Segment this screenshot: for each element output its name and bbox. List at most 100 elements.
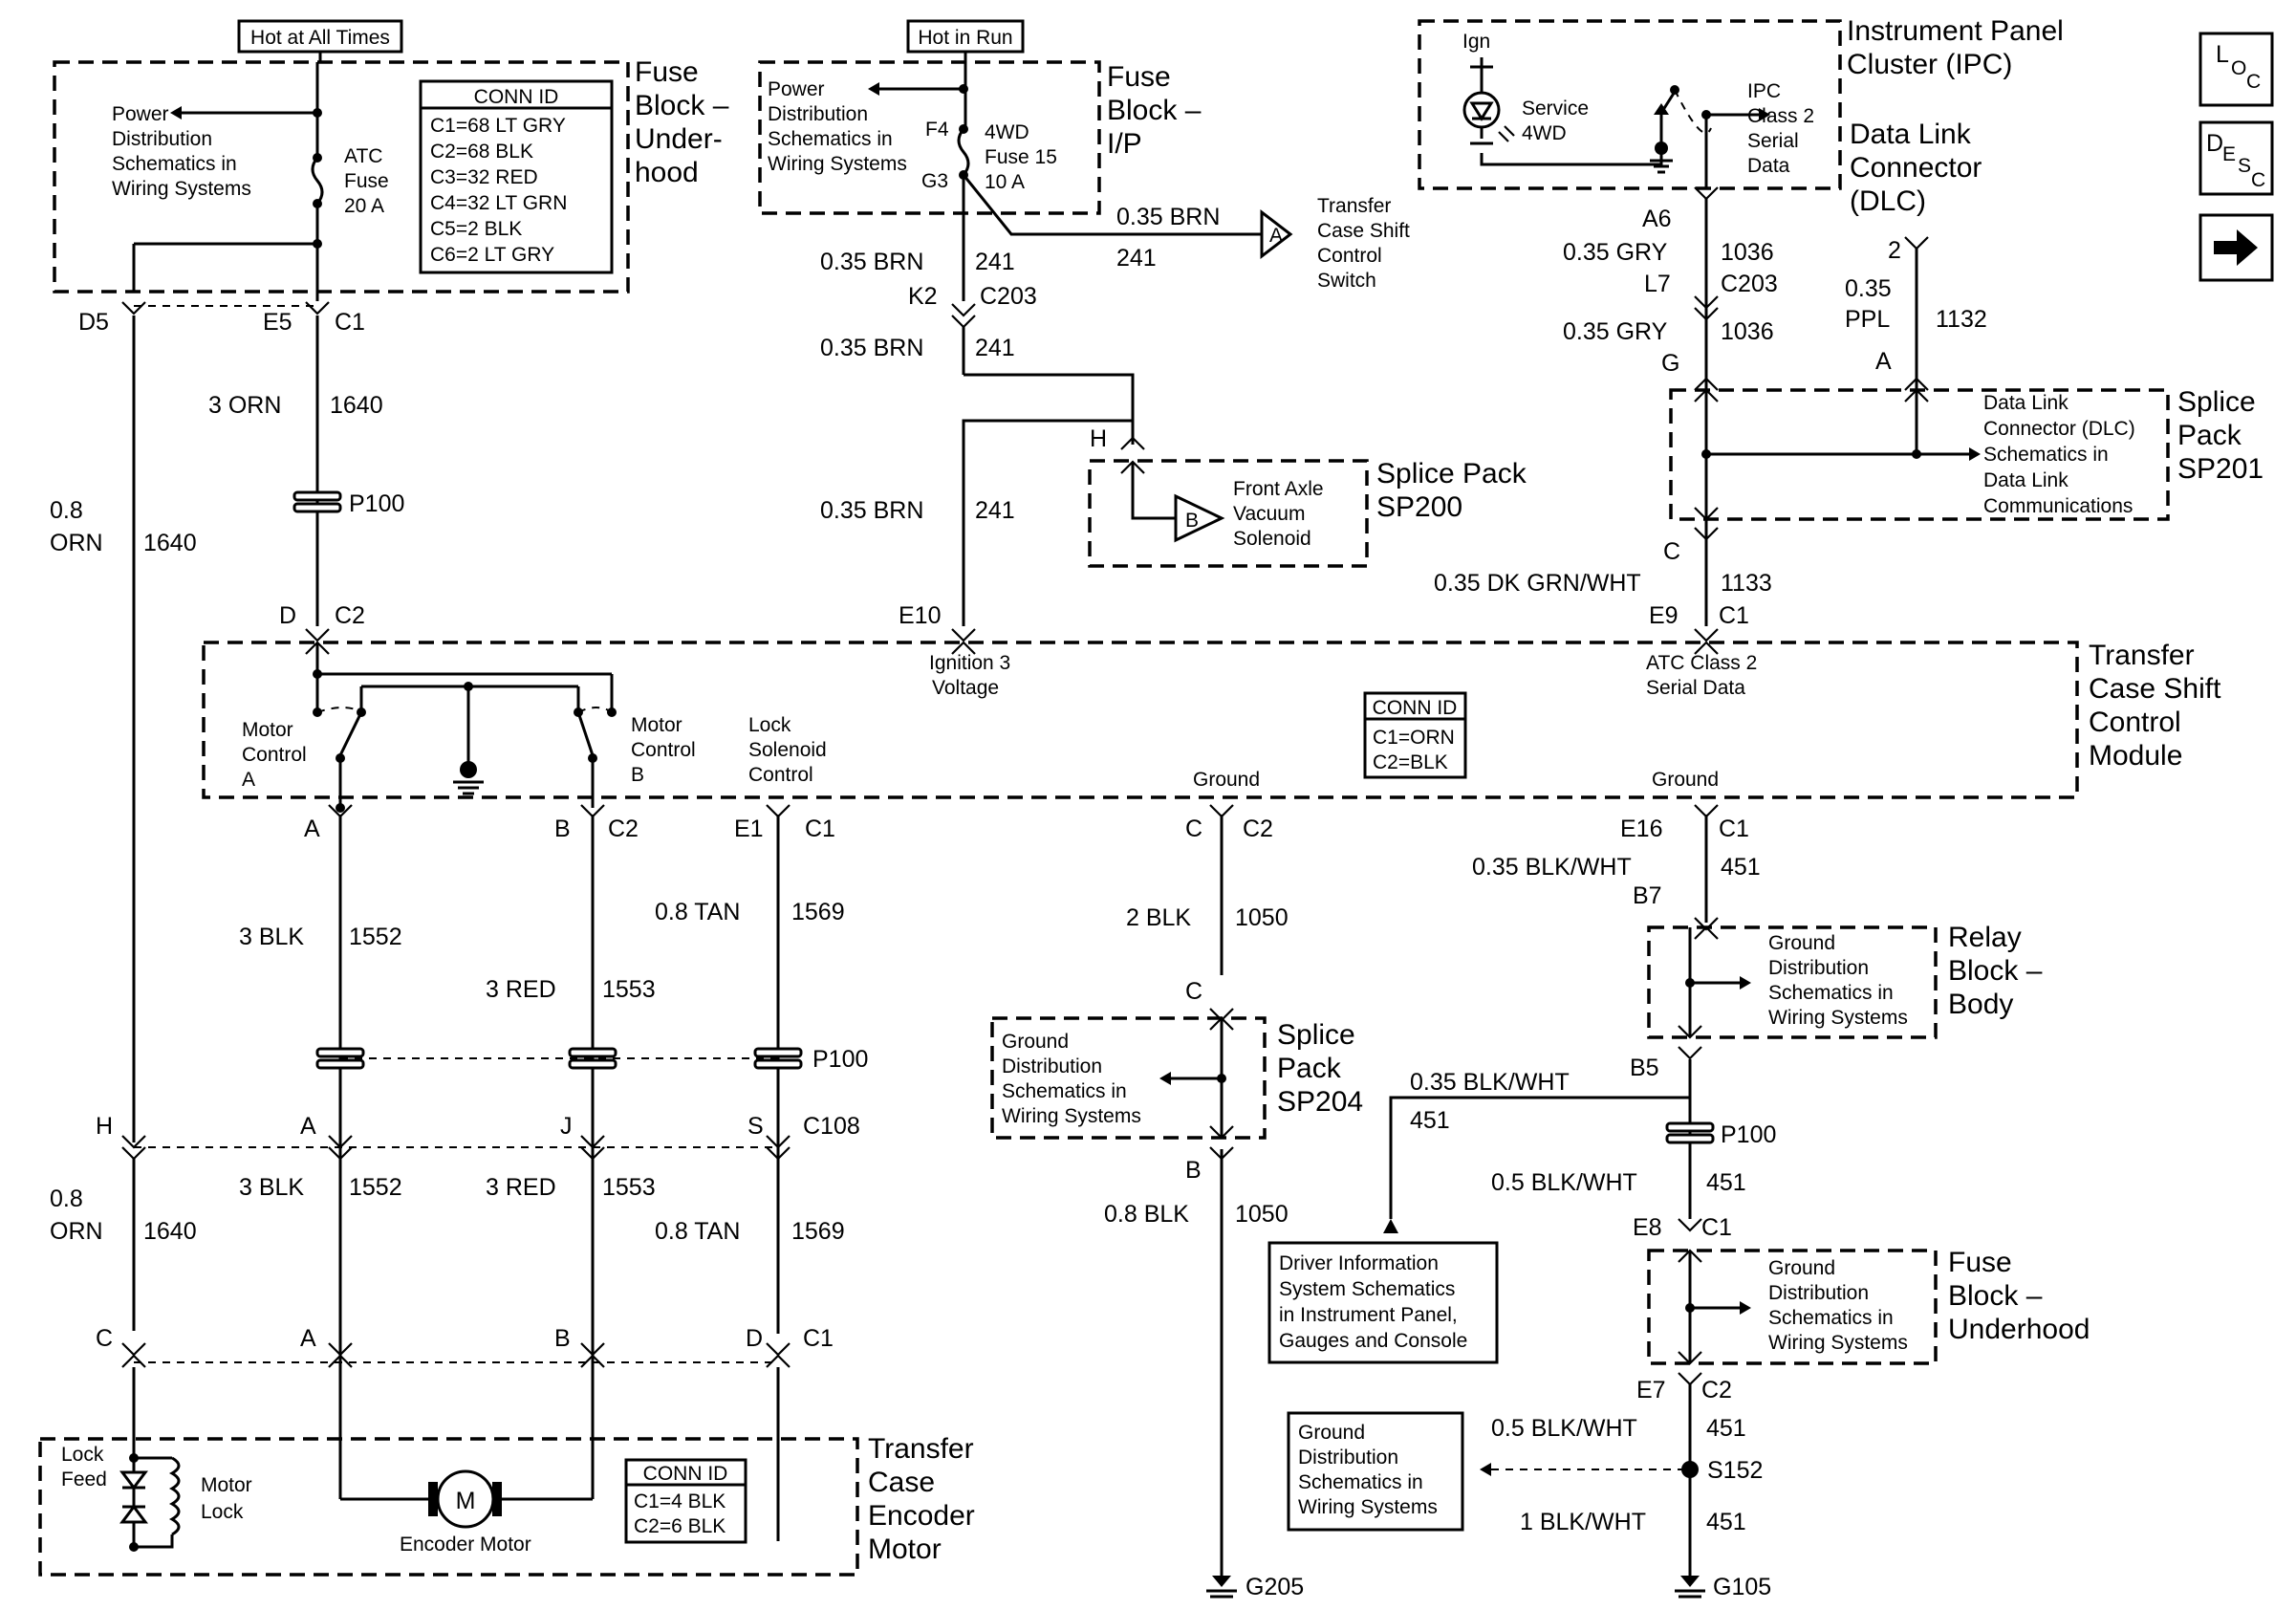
svg-text:S152: S152 <box>1707 1457 1763 1484</box>
right-arrow-icon <box>2214 229 2258 266</box>
svg-text:A: A <box>304 816 320 842</box>
svg-text:E10: E10 <box>899 602 941 629</box>
svg-text:451: 451 <box>1706 1509 1746 1535</box>
svg-text:B5: B5 <box>1630 1055 1659 1081</box>
svg-text:C2=BLK: C2=BLK <box>1373 751 1448 773</box>
fuse15-label: 4WD Fuse 15 10 A <box>985 121 1063 193</box>
svg-text:CONN ID: CONN ID <box>643 1463 728 1485</box>
svg-text:1036: 1036 <box>1721 239 1774 266</box>
svg-text:G105: G105 <box>1713 1574 1771 1600</box>
fuse-block-underhood-bottom-label: Fuse Block – Underhood <box>1948 1247 2090 1345</box>
svg-text:451: 451 <box>1706 1169 1746 1196</box>
splice-pack-sp201: Data Link Connector (DLC) Schematics in … <box>1434 386 2264 642</box>
svg-text:C: C <box>2251 169 2265 191</box>
next-arrow-button[interactable] <box>2199 213 2274 282</box>
svg-text:H: H <box>96 1113 113 1140</box>
svg-text:1132: 1132 <box>1936 306 1987 333</box>
svg-text:A: A <box>300 1113 316 1140</box>
svg-text:C2=6 BLK: C2=6 BLK <box>634 1515 726 1537</box>
svg-text:J: J <box>560 1113 573 1140</box>
service-4wd-label: Service 4WD <box>1522 98 1594 144</box>
svg-text:451: 451 <box>1410 1107 1450 1134</box>
svg-text:C203: C203 <box>980 283 1037 310</box>
svg-text:241: 241 <box>975 335 1015 361</box>
svg-text:D: D <box>2206 130 2223 157</box>
svg-text:B7: B7 <box>1633 882 1662 909</box>
svg-text:A: A <box>1875 348 1892 375</box>
svg-text:E9: E9 <box>1649 602 1679 629</box>
svg-text:0.8 TAN: 0.8 TAN <box>655 899 740 925</box>
svg-text:1569: 1569 <box>791 1218 845 1245</box>
svg-text:1640: 1640 <box>330 392 383 419</box>
svg-text:Ground: Ground <box>1652 769 1719 791</box>
atc-class2-label: ATC Class 2 Serial Data <box>1646 652 1763 699</box>
svg-text:0.35 BLK/WHT: 0.35 BLK/WHT <box>1472 854 1632 881</box>
svg-text:1552: 1552 <box>349 924 402 950</box>
hot-at-all-times-label: Hot at All Times <box>250 27 390 49</box>
svg-text:K2: K2 <box>908 283 938 310</box>
svg-text:L7: L7 <box>1644 271 1671 297</box>
svg-text:C: C <box>1663 538 1680 565</box>
svg-text:C: C <box>1185 816 1202 842</box>
transfer-case-shift-control-module: Transfer Case Shift Control Module <box>202 640 2221 813</box>
svg-text:G205: G205 <box>1245 1574 1304 1600</box>
svg-text:P100: P100 <box>349 490 404 517</box>
svg-text:0.8 BLK: 0.8 BLK <box>1104 1201 1189 1228</box>
svg-text:3 BLK: 3 BLK <box>239 1174 304 1201</box>
svg-text:B: B <box>1185 510 1199 532</box>
svg-text:A: A <box>300 1325 316 1352</box>
svg-text:C1: C1 <box>805 816 835 842</box>
motor-lock-label: Motor Lock <box>201 1474 258 1523</box>
svg-text:1133: 1133 <box>1721 570 1772 597</box>
svg-text:B: B <box>554 816 571 842</box>
svg-text:3 ORN: 3 ORN <box>208 392 281 419</box>
svg-text:0.8 ORN: 0.8 ORN <box>50 497 103 556</box>
svg-text:D5: D5 <box>78 309 109 336</box>
svg-text:0.35 BRN: 0.35 BRN <box>1116 204 1220 230</box>
power-distribution-left: Power Distribution Schematics in Wiring … <box>112 103 251 200</box>
hot-in-run-label: Hot in Run <box>918 27 1012 49</box>
svg-text:C2: C2 <box>1701 1377 1732 1403</box>
svg-text:3 BLK: 3 BLK <box>239 924 304 950</box>
encoder-motor-title: Transfer Case Encoder Motor <box>868 1433 983 1565</box>
svg-text:C108: C108 <box>803 1113 860 1140</box>
svg-text:G: G <box>1661 350 1679 377</box>
desc-button[interactable]: D E S C <box>2199 120 2274 196</box>
svg-text:0.5 BLK/WHT: 0.5 BLK/WHT <box>1491 1415 1637 1442</box>
motor-control-b-label: Motor Control B <box>631 714 702 786</box>
svg-text:A6: A6 <box>1642 206 1672 232</box>
svg-text:0.35 BLK/WHT: 0.35 BLK/WHT <box>1410 1069 1570 1096</box>
upper-left-harness: D5 E5 C1 3 ORN 1640 P100 0.8 ORN 1640 D … <box>50 301 404 1142</box>
svg-text:C2: C2 <box>335 602 365 629</box>
svg-text:Ground: Ground <box>1193 769 1260 791</box>
relay-block-body-label: Relay Block – Body <box>1948 922 2050 1020</box>
svg-text:O: O <box>2231 57 2246 79</box>
svg-text:1569: 1569 <box>791 899 845 925</box>
fuse-block-ip: Hot in Run Fuse Block – I/P Power Distri… <box>758 19 1410 452</box>
svg-text:E1: E1 <box>734 816 764 842</box>
atc-fuse-label: ATC Fuse 20 A <box>344 145 395 217</box>
svg-text:0.5 BLK/WHT: 0.5 BLK/WHT <box>1491 1169 1637 1196</box>
ground-dist-relay: Ground Distribution Schematics in Wiring… <box>1768 932 1908 1029</box>
dlc-title: Data Link Connector (DLC) <box>1850 119 1990 217</box>
svg-text:M: M <box>456 1488 476 1514</box>
ignition3-voltage-label: Ignition 3 Voltage <box>929 652 1016 699</box>
svg-text:451: 451 <box>1706 1415 1746 1442</box>
svg-text:241: 241 <box>1116 245 1157 272</box>
driver-info-label: Driver Information System Schematics in … <box>1279 1252 1467 1352</box>
loc-button[interactable]: L O C <box>2199 32 2274 107</box>
svg-text:2: 2 <box>1888 237 1901 264</box>
lock-feed-label: Lock Feed <box>61 1444 109 1490</box>
svg-text:E: E <box>2222 143 2236 165</box>
ipc-title: Instrument Panel Cluster (IPC) <box>1847 15 2071 80</box>
fuse-block-ip-label: Fuse Block – I/P <box>1107 61 1209 160</box>
svg-text:0.8 ORN: 0.8 ORN <box>50 1186 103 1245</box>
svg-text:P100: P100 <box>1721 1121 1776 1148</box>
svg-text:B: B <box>554 1325 571 1352</box>
svg-text:1050: 1050 <box>1235 1201 1289 1228</box>
splice-pack-sp201-label: Splice Pack SP201 <box>2177 386 2264 485</box>
svg-text:451: 451 <box>1721 854 1761 881</box>
ground-dist-s152: Ground Distribution Schematics in Wiring… <box>1298 1422 1438 1518</box>
svg-text:1553: 1553 <box>602 976 656 1003</box>
svg-text:C1=4 BLK: C1=4 BLK <box>634 1490 726 1512</box>
